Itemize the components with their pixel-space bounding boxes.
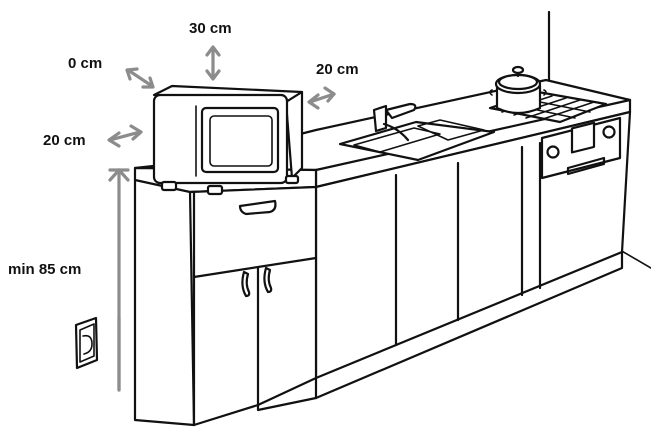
top-clearance-label: 30 cm xyxy=(189,20,232,37)
wall-corner xyxy=(547,10,651,269)
arrow-right xyxy=(307,86,336,110)
oven xyxy=(540,116,622,180)
arrow-left xyxy=(107,124,143,148)
min-height-label: min 85 cm xyxy=(8,261,82,278)
cooking-pot xyxy=(489,65,547,115)
sink xyxy=(338,119,496,162)
arrow-top xyxy=(205,45,221,81)
left-clearance-label: 20 cm xyxy=(43,132,86,149)
microwave-cabinet xyxy=(133,166,318,427)
base-cabinets xyxy=(256,110,632,412)
back-clearance-label: 0 cm xyxy=(68,55,103,72)
right-clearance-label: 20 cm xyxy=(316,61,359,78)
wall-socket xyxy=(74,316,99,370)
faucet xyxy=(372,102,417,142)
microwave-oven xyxy=(152,84,304,196)
height-dimension xyxy=(108,168,130,392)
arrow-back xyxy=(125,67,155,89)
